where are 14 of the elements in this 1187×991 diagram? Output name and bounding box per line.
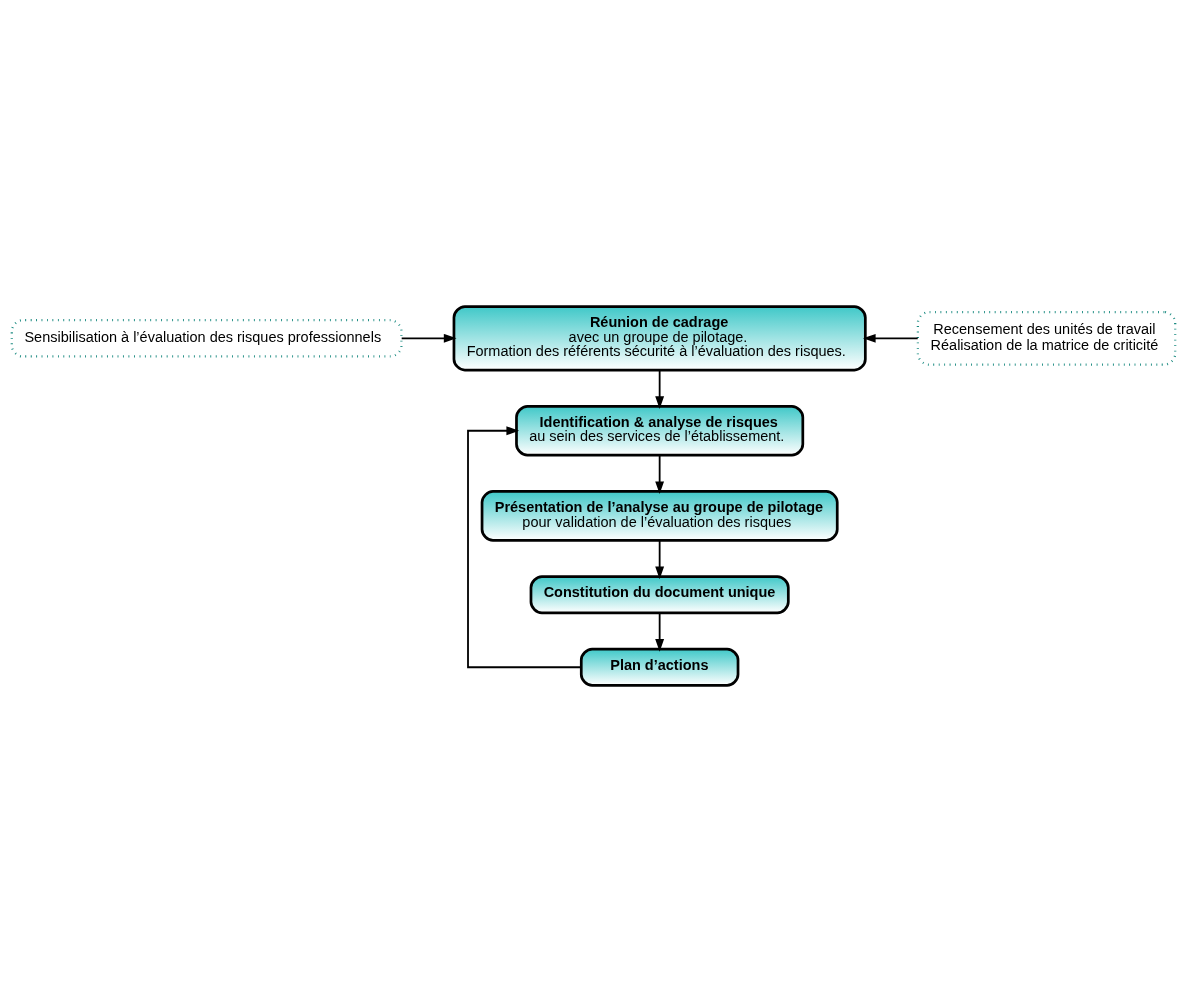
node-box: Sensibilisation à l’évaluation des risques professionnels: [10, 318, 403, 358]
arrow: [467, 425, 583, 668]
node-box: Réunion de cadrage avec un groupe de pilotage. Formation des référents sécurité à l’évaluation des risques.: [452, 304, 867, 371]
node-box: Plan d’actions: [579, 647, 740, 687]
arrow: [400, 333, 457, 343]
arrow: [655, 368, 665, 409]
node-box: Présentation de l’analyse au groupe de pilotage pour validation de l’évaluation des risques: [480, 489, 839, 542]
arrow: [862, 333, 919, 343]
node-box: Recensement des unités de travail Réalisation de la matrice de criticité: [916, 310, 1177, 366]
arrow: [655, 611, 665, 652]
arrow: [655, 454, 665, 494]
node-box: Constitution du document unique: [529, 574, 790, 614]
arrow: [655, 539, 665, 579]
node-box: Identification & analyse de risques au sein des services de l’établissement.: [515, 404, 805, 457]
